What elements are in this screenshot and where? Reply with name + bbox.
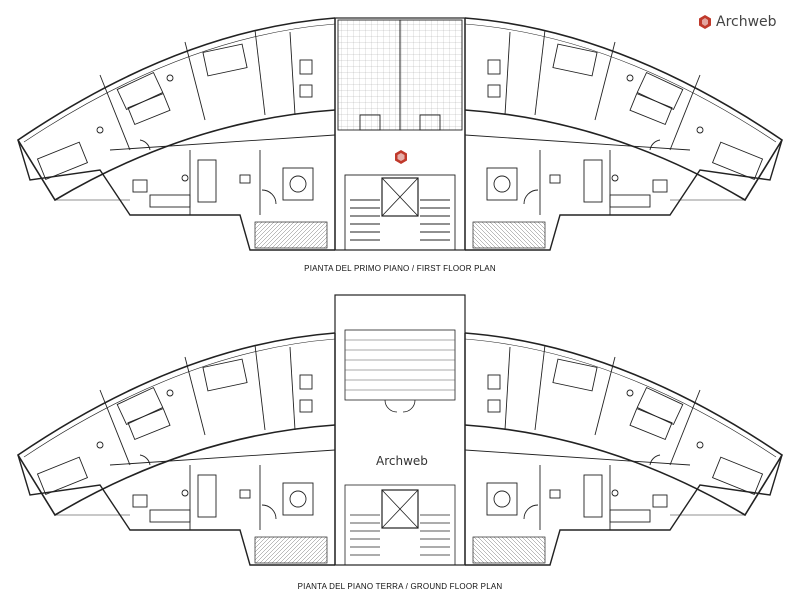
archweb-logo-icon [699, 15, 711, 29]
first-floor-plan [17, 17, 783, 251]
center-watermark-icon [395, 150, 407, 164]
first-floor-caption: PIANTA DEL PRIMO PIANO / FIRST FLOOR PLA… [304, 264, 496, 273]
archweb-logo: Archweb [698, 14, 777, 30]
archweb-logo-text: Archweb [716, 14, 777, 30]
ground-floor-caption: PIANTA DEL PIANO TERRA / GROUND FLOOR PL… [297, 582, 503, 591]
center-watermark-text: Archweb [376, 454, 428, 468]
ground-floor-plan [17, 294, 783, 566]
